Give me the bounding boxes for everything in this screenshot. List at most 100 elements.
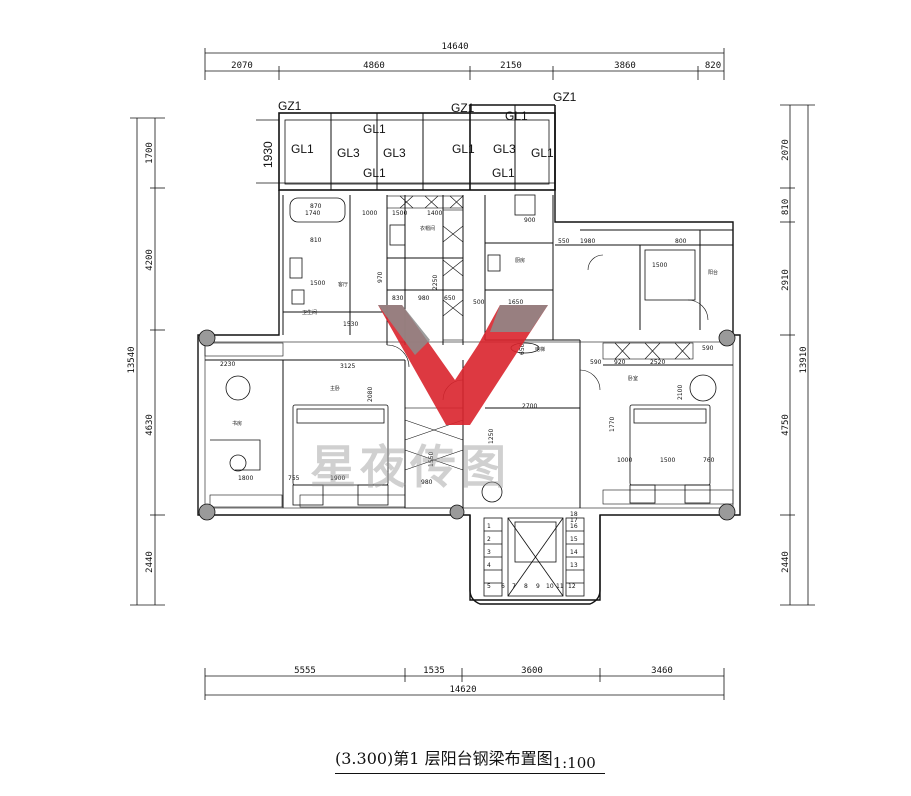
gl-label-3: GL1 bbox=[363, 122, 386, 136]
interior-dim: 755 bbox=[288, 475, 300, 482]
interior-dim: 1550 bbox=[428, 452, 435, 467]
interior-dim: 1980 bbox=[580, 238, 595, 245]
gl-label-5: GL1 bbox=[363, 166, 386, 180]
interior-dim: 2520 bbox=[650, 359, 665, 366]
room-label: 阳台 bbox=[708, 269, 718, 276]
drawing-title: (3.300)第1 层阳台钢梁布置图1:100 bbox=[335, 745, 605, 774]
stair-step: 7 bbox=[512, 583, 516, 590]
stair-step: 17 bbox=[570, 517, 578, 524]
balcony-depth-dimension: 1930 bbox=[261, 141, 275, 168]
stair-step-numbers: 1 2 3 4 5 6 7 8 9 10 11 12 13 14 15 16 1… bbox=[487, 511, 578, 590]
top-dim-2: 4860 bbox=[363, 61, 385, 71]
interior-dim: 980 bbox=[418, 295, 430, 302]
interior-dim: 1800 bbox=[238, 475, 253, 482]
interior-dim: 1770 bbox=[609, 417, 616, 432]
interior-dim: 1740 bbox=[305, 210, 320, 217]
stair-step: 16 bbox=[570, 523, 578, 530]
bottom-dim-4: 3460 bbox=[651, 666, 673, 676]
stair-step: 15 bbox=[570, 536, 578, 543]
bottom-dim-2: 1535 bbox=[423, 666, 445, 676]
left-dim-1: 1700 bbox=[145, 142, 155, 164]
furniture bbox=[210, 194, 717, 506]
interior-dim: 830 bbox=[392, 295, 404, 302]
right-dim-2: 810 bbox=[781, 199, 791, 215]
gl-label-7: GL3 bbox=[493, 142, 516, 156]
stair-step: 6 bbox=[501, 583, 505, 590]
interior-dim: 900 bbox=[524, 217, 536, 224]
interior-dim: 970 bbox=[377, 271, 384, 283]
right-dim-4: 4750 bbox=[781, 414, 791, 436]
interior-dimensions: 1740 1000 1500 1400 900 870 810 1500 198… bbox=[220, 203, 715, 486]
room-label: 客厅 bbox=[338, 281, 348, 288]
interior-dim: 2700 bbox=[522, 403, 537, 410]
gl-label-9: GL1 bbox=[531, 146, 554, 160]
left-dim-2: 4200 bbox=[145, 249, 155, 271]
stair-step: 13 bbox=[570, 562, 578, 569]
top-dim-3: 2150 bbox=[500, 61, 522, 71]
room-label: 主卧 bbox=[330, 385, 340, 392]
interior-dim: 2080 bbox=[367, 387, 374, 402]
gz-label-2: GZ1 bbox=[451, 101, 475, 115]
gl-label-8: GL1 bbox=[505, 109, 528, 123]
right-dim-1: 2070 bbox=[781, 139, 791, 161]
interior-dim: 1500 bbox=[652, 262, 667, 269]
bottom-dimension-chain bbox=[204, 668, 725, 700]
gl-label-2: GL3 bbox=[337, 146, 360, 160]
stair-step: 10 bbox=[546, 583, 554, 590]
interior-dim: 1900 bbox=[330, 475, 345, 482]
room-label: 厨房 bbox=[515, 257, 525, 264]
top-dim-5: 820 bbox=[705, 61, 721, 71]
interior-dim: 550 bbox=[558, 238, 570, 245]
left-dim-3: 4630 bbox=[145, 414, 155, 436]
top-dimension-chain bbox=[204, 48, 725, 80]
interior-dim: 1530 bbox=[343, 321, 358, 328]
right-total-dimension: 13910 bbox=[799, 346, 809, 373]
stair-step: 9 bbox=[536, 583, 540, 590]
interior-dim: 3125 bbox=[340, 363, 355, 370]
top-dim-1: 2070 bbox=[231, 61, 253, 71]
interior-dim: 1500 bbox=[660, 457, 675, 464]
stair-step: 11 bbox=[556, 583, 564, 590]
gl-label-6: GL1 bbox=[452, 142, 475, 156]
stair-step: 3 bbox=[487, 549, 491, 556]
interior-dim: 760 bbox=[703, 457, 715, 464]
interior-dim: 650 bbox=[444, 295, 456, 302]
stair-step: 5 bbox=[487, 583, 491, 590]
stair-step: 2 bbox=[487, 536, 491, 543]
title-elevation: (3.300) bbox=[335, 749, 394, 768]
stair-step: 1 bbox=[487, 523, 491, 530]
stair-step: 4 bbox=[487, 562, 491, 569]
left-total-dimension: 13540 bbox=[127, 346, 137, 373]
gl-label-4: GL3 bbox=[383, 146, 406, 160]
bottom-dim-1: 5555 bbox=[294, 666, 316, 676]
stair-step: 12 bbox=[568, 583, 576, 590]
interior-dim: 650 bbox=[519, 343, 526, 355]
interior-dim: 500 bbox=[473, 299, 485, 306]
stair-core bbox=[469, 515, 601, 605]
watermark-brand-text: 星夜传图 bbox=[310, 440, 510, 494]
interior-dim: 1000 bbox=[617, 457, 632, 464]
corner-columns bbox=[198, 329, 736, 521]
left-dimension-chain bbox=[130, 117, 165, 606]
room-label: 电梯 bbox=[535, 346, 545, 353]
interior-dim: 2250 bbox=[432, 275, 439, 290]
top-total-dimension: 14640 bbox=[441, 42, 468, 52]
interior-dim: 2230 bbox=[220, 361, 235, 368]
bottom-total-dimension: 14620 bbox=[449, 685, 476, 695]
interior-dim: 590 bbox=[702, 345, 714, 352]
left-dim-4: 2440 bbox=[145, 551, 155, 573]
gz-label-1: GZ1 bbox=[278, 99, 302, 113]
room-label: 书房 bbox=[232, 420, 242, 427]
gl-label-10: GL1 bbox=[492, 166, 515, 180]
interior-dim: 870 bbox=[310, 203, 322, 210]
interior-dim: 590 bbox=[590, 359, 602, 366]
bottom-dim-3: 3600 bbox=[521, 666, 543, 676]
stair-step: 8 bbox=[524, 583, 528, 590]
interior-dim: 2100 bbox=[677, 385, 684, 400]
gz-label-3: GZ1 bbox=[553, 90, 577, 104]
interior-dim: 1250 bbox=[488, 429, 495, 444]
interior-dim: 920 bbox=[614, 359, 626, 366]
interior-dim: 1500 bbox=[392, 210, 407, 217]
title-text: 第1 层阳台钢梁布置图 bbox=[393, 749, 553, 768]
